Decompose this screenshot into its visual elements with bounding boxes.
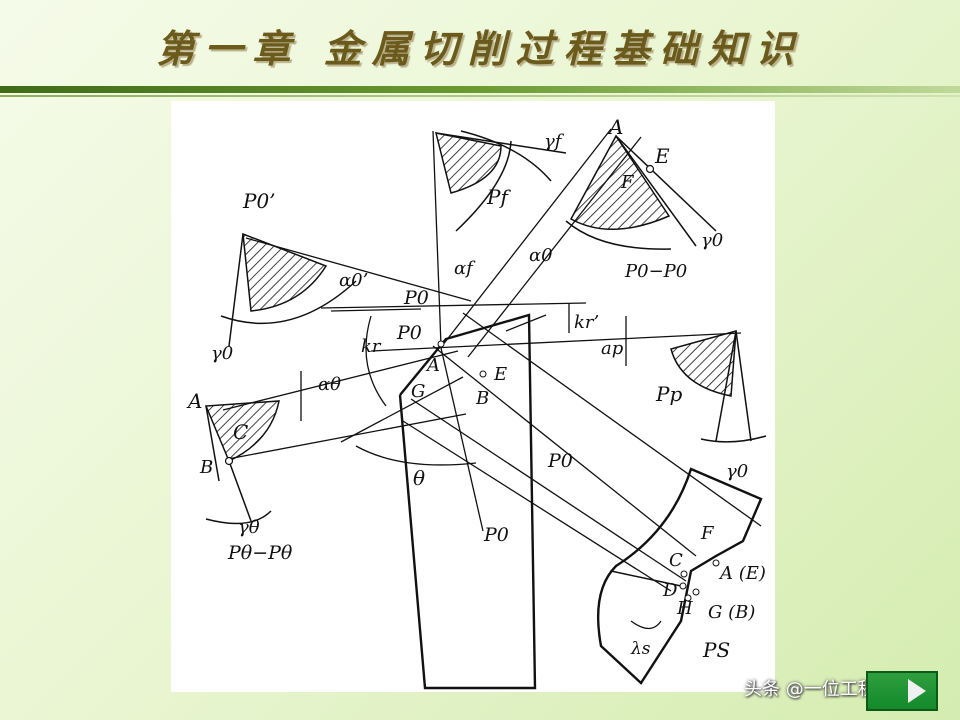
label-g-center: G [411,381,425,402]
label-d-right: D [662,580,678,601]
gamma-f-arc [460,130,552,182]
tool-shank [398,313,537,690]
section-p0prime [242,232,328,312]
ref-line-alphaf [432,130,442,347]
ref-line-diag-d [402,420,672,592]
tool-angle-diagram: γf Pf αf A E F γ0 α0 P0−P0 P0’ α0’ γ0 P0… [171,101,775,692]
label-alpha-f: αf [454,258,476,279]
p0p0-line-b [615,135,717,232]
play-arrow-icon [908,679,926,703]
label-theta: θ [413,466,425,490]
diagram-canvas: γf Pf αf A E F γ0 α0 P0−P0 P0’ α0’ γ0 P0… [186,115,767,690]
label-alpha0-prime: α0’ [339,270,368,291]
ref-line-kr [330,308,422,312]
label-gamma-f: γf [544,131,565,152]
label-h-right: H [676,598,693,619]
ptheta-line-a [205,405,220,482]
p0p0-line-a [615,135,697,247]
label-a-e: A (E) [718,563,766,584]
label-a-center: A [425,355,440,376]
title-underline-thin [0,95,960,97]
pp-line-b [715,330,737,442]
label-ps: PS [702,638,730,662]
label-kr-prime: kr’ [574,312,599,333]
alpha0-arc [565,220,672,250]
label-p0-mid: P0 [396,322,422,344]
label-kr: kr [361,336,382,357]
ref-line-theta-b [227,413,467,460]
label-lambda-s: λs [630,639,651,659]
label-f-top: F [620,172,635,193]
label-ap: ap [601,338,624,359]
label-e-top: E [654,144,670,168]
ref-line-kr-prime [505,314,547,332]
p0prime-edge [228,233,244,347]
section-pp [670,329,737,397]
label-gamma0-right: γ0 [726,461,748,482]
kr-arc [365,315,387,407]
label-b-left: B [199,457,213,478]
label-a-left: A [186,389,202,413]
label-f-right: F [700,523,715,544]
ps-edge [610,570,682,587]
ptheta-line-b [228,460,252,522]
ref-line-diag-c [410,398,687,582]
ref-line-p0-top [320,302,587,309]
ref-line-alpha0 [441,128,612,347]
section-p0p0 [569,134,671,231]
section-ps [596,467,763,685]
ref-line-alpha-theta [222,350,459,411]
ref-line-ap [370,332,742,352]
pp-arc [700,435,767,443]
section-pf [434,132,502,194]
label-ptheta-ptheta: Pθ−Pθ [227,542,293,564]
pp-line-a [735,330,752,442]
label-p0-upper: P0 [403,287,429,309]
label-p0-lower: P0 [547,450,573,472]
label-pp: Pp [655,382,682,406]
label-g-b: G (B) [708,602,755,623]
label-gamma0-left: γ0 [211,343,233,364]
label-a-top: A [607,115,623,139]
title-underline [0,86,960,93]
watermark-text: 头条 @一位工程师 [744,679,894,700]
label-alpha-theta: αθ [318,374,341,395]
p0prime-arc [220,280,357,325]
ref-line-diag-b [432,345,697,557]
ptheta-arc [205,510,272,525]
label-pf: Pf [486,185,511,209]
ref-line-diag-a [462,312,762,527]
label-c-left: C [233,420,248,444]
label-alpha0-top: α0 [529,245,553,266]
pf-line [435,132,567,154]
ref-line-p0prime [245,237,472,302]
ref-line-p0-bottom [440,347,484,532]
label-p0-prime: P0’ [242,189,276,213]
lambda-s-arc [630,620,662,630]
label-b-center: B [475,388,489,409]
ref-line-theta [340,376,464,443]
next-slide-button[interactable] [866,671,938,711]
label-e-center: E [493,364,507,385]
label-p0-p0: P0−P0 [624,261,687,282]
label-c-right: C [669,550,683,571]
label-gamma-theta: γθ [238,517,260,538]
theta-arc [355,445,477,466]
slide-title: 第一章 金属切削过程基础知识 [156,26,804,71]
label-gamma0-top: γ0 [701,230,723,251]
label-p0-bottom: P0 [483,524,509,546]
